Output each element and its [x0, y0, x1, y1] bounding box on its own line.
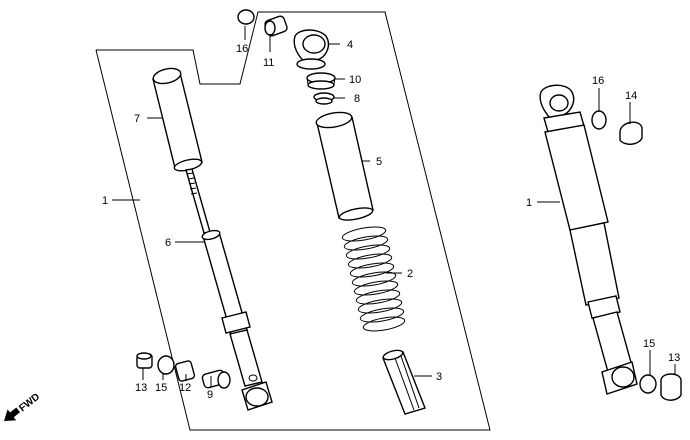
part-2-spring [341, 226, 406, 332]
callout-14: 14 [625, 90, 637, 102]
callout-1-right: 1 [526, 197, 532, 209]
callout-5: 5 [376, 156, 382, 168]
part-13-nut-right [660, 373, 682, 401]
part-13-nut-left [136, 352, 153, 369]
part-11-collar [264, 15, 288, 37]
part-15-washer-left [157, 355, 175, 375]
part-16-washer-right [591, 110, 607, 130]
callout-1-left: 1 [102, 195, 108, 207]
fwd-indicator: FWD [4, 392, 42, 421]
callout-4: 4 [347, 39, 353, 51]
callout-13-left: 13 [135, 382, 147, 394]
callout-9: 9 [207, 389, 213, 401]
damper-rod-threaded [185, 168, 211, 234]
part-5-spring-cover [315, 111, 374, 221]
part-12-collar [174, 360, 196, 382]
callout-15-right: 15 [643, 338, 655, 350]
fwd-arrow-icon [4, 407, 21, 421]
part-7-spring-cover [152, 67, 203, 172]
callout-15-left: 15 [155, 382, 167, 394]
callout-7: 7 [134, 113, 140, 125]
exploded-view-frame [95, 11, 491, 431]
callout-6: 6 [165, 237, 171, 249]
shock-absorber-assembled [539, 84, 638, 395]
callout-16-left: 16 [236, 43, 248, 55]
leader-lines [112, 26, 676, 387]
part-4-upper-joint [293, 29, 330, 70]
lower-mount-eye [241, 374, 273, 411]
part-6-damper [201, 229, 263, 387]
part-16-washer-top [237, 9, 255, 25]
part-3-spring-guide [382, 349, 426, 415]
callout-3: 3 [436, 371, 442, 383]
part-9-bushing [201, 369, 231, 389]
part-10-spacer [306, 72, 336, 90]
part-15-washer-right [639, 374, 657, 394]
part-14-cap-nut [619, 121, 643, 145]
callout-10: 10 [349, 74, 361, 86]
callout-13-right: 13 [668, 352, 680, 364]
fwd-label: FWD [17, 392, 42, 415]
callout-16-right: 16 [592, 75, 604, 87]
part-8-spring-seat [313, 92, 335, 105]
callout-2: 2 [407, 268, 413, 280]
callout-12: 12 [179, 382, 191, 394]
callout-11: 11 [263, 57, 274, 69]
callout-8: 8 [354, 93, 360, 105]
